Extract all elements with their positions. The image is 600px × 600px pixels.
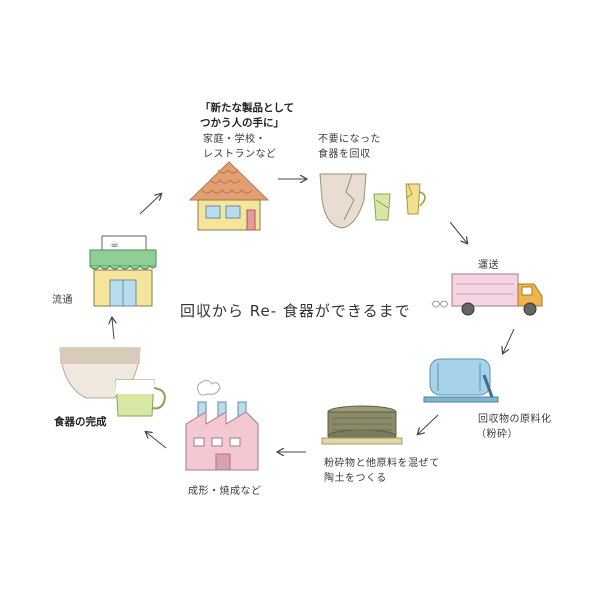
arrow-distribute-to-home <box>139 194 161 215</box>
arrow-transport-to-crush <box>503 328 515 353</box>
collect-line1: 不要になった <box>318 134 381 145</box>
house-icon <box>188 161 270 231</box>
mix-line1: 粉砕物と他原料を混ぜて <box>324 458 440 469</box>
crusher-mill-icon <box>423 358 499 403</box>
diagram-title: 回収から Re- 食器ができるまで <box>180 302 411 320</box>
home-heading-line1: 「新たな製品として <box>200 102 295 114</box>
arrow-complete-to-distribute <box>112 318 114 340</box>
factory-icon <box>185 379 259 471</box>
transport-label: 運送 <box>478 260 499 271</box>
arrow-collect-to-transport <box>449 221 467 243</box>
arrow-form-to-complete <box>146 432 167 449</box>
form-label: 成形・焼成など <box>188 486 262 497</box>
distribute-label: 流通 <box>52 295 73 306</box>
crush-line1: 回収物の原料化 <box>478 414 552 425</box>
clay-block-icon <box>321 405 403 445</box>
shop-icon: ☕ <box>89 235 157 307</box>
collect-line2: 食器を回収 <box>318 149 371 160</box>
arrow-crush-to-mix <box>418 414 439 434</box>
broken-tableware-icon <box>319 173 426 229</box>
home-sub-line2: レストランなど <box>203 149 277 160</box>
crush-line2: （粉砕） <box>476 429 518 440</box>
svg-text:☕: ☕ <box>110 239 119 250</box>
mix-line2: 陶土をつくる <box>324 473 387 484</box>
home-heading-line2: つかう人の手に」 <box>200 117 284 129</box>
complete-label: 食器の完成 <box>54 416 107 428</box>
finished-tableware-icon <box>59 347 166 417</box>
truck-icon <box>431 273 543 316</box>
home-sub-line1: 家庭・学校・ <box>203 134 266 145</box>
